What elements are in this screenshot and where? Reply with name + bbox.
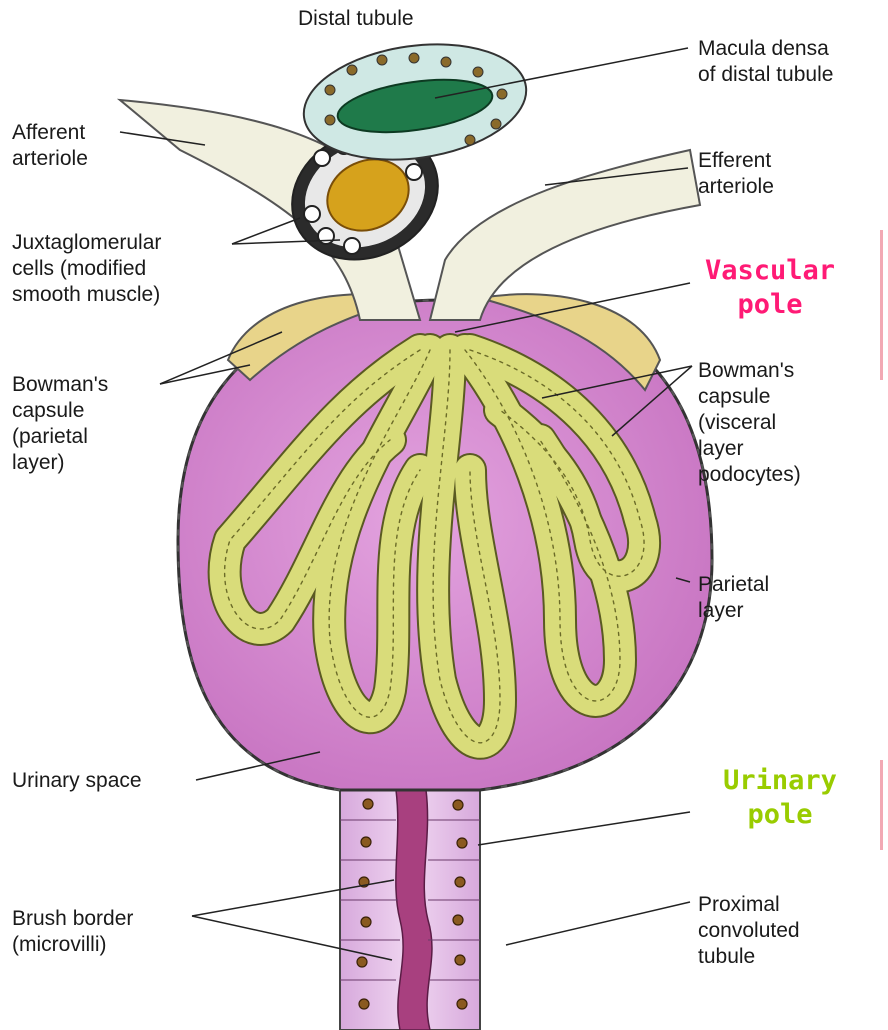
- vascular-pole-label: Vascular pole: [680, 254, 860, 322]
- label-juxtaglomerular-cells: Juxtaglomerular cells (modified smooth m…: [12, 230, 161, 308]
- label-efferent-arteriole: Efferent arteriole: [698, 148, 774, 200]
- label-urinary-space: Urinary space: [12, 768, 142, 794]
- label-proximal-convoluted-tubule: Proximal convoluted tubule: [698, 892, 800, 970]
- label-macula-densa: Macula densa of distal tubule: [698, 36, 833, 88]
- label-afferent-arteriole: Afferent arteriole: [12, 120, 88, 172]
- proximal-tubule: [340, 790, 480, 1030]
- urinary-pole-label: Urinary pole: [700, 764, 860, 832]
- label-bowmans-capsule-parietal: Bowman's capsule (parietal layer): [12, 372, 108, 476]
- label-brush-border: Brush border (microvilli): [12, 906, 133, 958]
- label-distal-tubule: Distal tubule: [298, 6, 414, 32]
- label-parietal-layer: Parietal layer: [698, 572, 769, 624]
- vascular-pole-bar: [880, 230, 883, 380]
- label-bowmans-capsule-visceral: Bowman's capsule (visceral layer podocyt…: [698, 358, 801, 488]
- urinary-pole-bar: [880, 760, 883, 850]
- efferent-arteriole: [430, 150, 700, 320]
